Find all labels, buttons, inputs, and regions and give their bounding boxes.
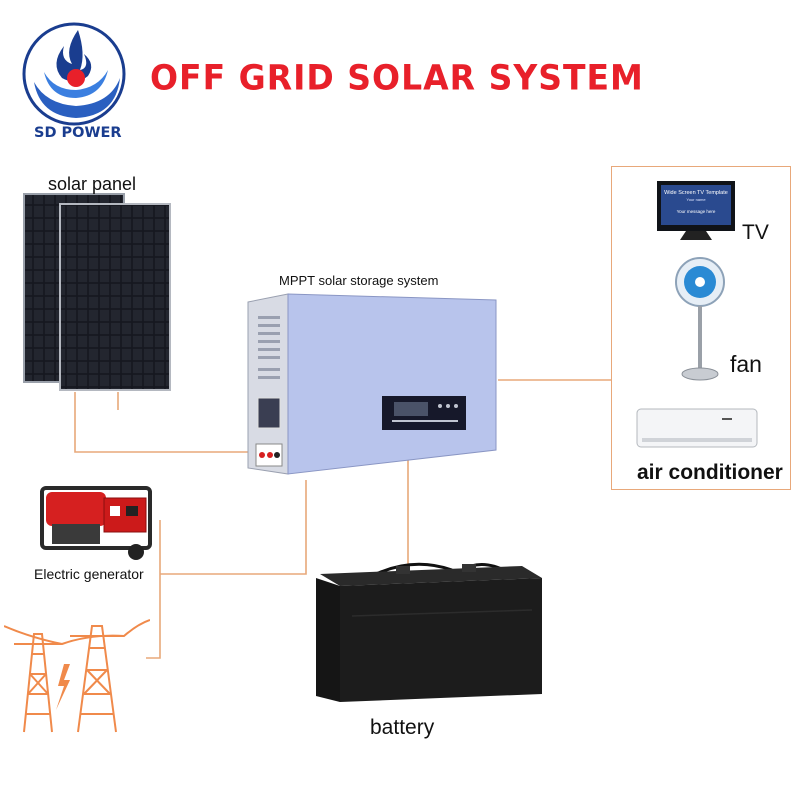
pylon-right: [70, 625, 124, 733]
fan-pole: [698, 306, 702, 368]
power-grid-pylons-image: [4, 619, 150, 733]
solar-panel-label: solar panel: [48, 174, 137, 194]
tv-screen: [661, 185, 731, 225]
solar-panel-image: [23, 193, 171, 391]
inverter-breaker: [257, 397, 281, 429]
battery-top: [320, 566, 542, 586]
page-title: OFF GRID SOLAR SYSTEM: [150, 57, 644, 98]
fan-base: [681, 367, 719, 381]
tv-screen-line3: Your message here: [677, 209, 716, 214]
solar-to-inverter-line: [74, 392, 248, 453]
tv-image: Wide Screen TV Template Your name Your m…: [657, 181, 735, 240]
generator-image: [40, 486, 152, 560]
appliance-panel: [611, 166, 791, 490]
generator-tank: [46, 492, 106, 526]
pylon-left: [14, 633, 62, 733]
sd-power-logo: [22, 22, 126, 126]
generator-wheel: [128, 544, 144, 560]
logo-dot: [67, 69, 85, 87]
solar-panel-front: [59, 203, 171, 391]
inverter-to-generator-line: [160, 480, 307, 575]
fan-hub: [695, 277, 705, 287]
logo-ring-outer: [22, 22, 126, 126]
logo-swirl-blue: [34, 78, 120, 118]
tv-label: TV: [742, 221, 769, 244]
generator-engine: [52, 524, 100, 544]
inverter-front-panel: [287, 293, 497, 475]
tv-stand: [680, 231, 712, 240]
air-conditioner-image: [636, 408, 758, 448]
logo-swirl-inner: [44, 70, 108, 98]
battery-label: battery: [370, 716, 435, 739]
power-lines: [4, 619, 150, 646]
tv-screen-line2: Your name: [686, 197, 706, 202]
fan-image: [675, 257, 725, 381]
generator-label: Electric generator: [34, 566, 144, 582]
brand-name: SD POWER: [34, 125, 122, 141]
generator-branch-line: [146, 520, 161, 659]
mppt-inverter-image: [247, 293, 497, 475]
ac-vent: [642, 438, 752, 442]
logo-flame: [56, 30, 92, 82]
tv-screen-line1: Wide Screen TV Template: [664, 190, 728, 196]
generator-frame: [40, 486, 152, 550]
battery-terminal-neg: [462, 564, 476, 572]
battery-front: [316, 578, 340, 702]
battery-side: [340, 578, 542, 702]
inverter-vents: [258, 316, 280, 379]
mppt-label: MPPT solar storage system: [279, 273, 439, 288]
fan-label: fan: [730, 351, 762, 377]
air-conditioner-label: air conditioner: [637, 461, 783, 484]
inverter-lcd: [394, 402, 428, 416]
lightning-bolt-icon: [56, 664, 70, 710]
battery-terminal-pos: [396, 566, 410, 574]
battery-image: [316, 562, 542, 702]
